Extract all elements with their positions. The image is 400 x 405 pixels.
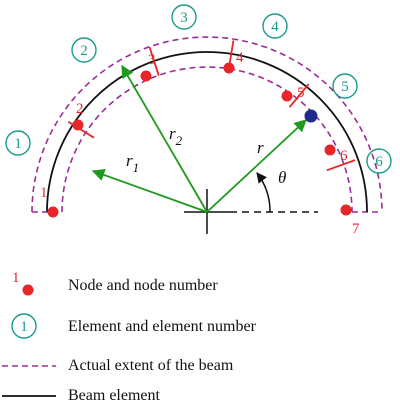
vector-r1: [91, 168, 208, 213]
node-3: [140, 70, 152, 82]
node-label-2: 2: [76, 101, 84, 117]
node-label-3: 3: [148, 52, 156, 68]
element-label-1: 1: [5, 130, 31, 156]
svg-text:1: 1: [14, 136, 22, 152]
vector-r2: [121, 64, 208, 213]
moving-point: [304, 109, 318, 123]
beam-extent-outer-arc: [31, 36, 383, 213]
legend-node-label: Node and node number: [68, 277, 218, 294]
theta-arc: [256, 172, 271, 213]
legend-extent-label: Actual extent of the beam: [68, 357, 234, 374]
node-label-6: 6: [340, 148, 348, 164]
node-1: [47, 206, 59, 218]
nodes: [47, 62, 352, 218]
legend-node-marker: [22, 284, 34, 296]
svg-text:2: 2: [80, 43, 88, 59]
label-r: r: [257, 138, 264, 157]
node-2: [72, 119, 84, 131]
label-theta: θ: [278, 168, 286, 187]
svg-text:5: 5: [341, 79, 349, 95]
node-5: [281, 90, 293, 102]
element-boundaries: [67, 40, 356, 172]
legend-beam-label: Beam element: [68, 387, 161, 404]
legend-extent-item: Actual extent of the beam: [2, 357, 234, 374]
legend-beam-item: Beam element: [2, 387, 161, 404]
svg-text:4: 4: [271, 19, 279, 35]
label-r1: r1: [126, 151, 139, 175]
element-labels: 1 2 3 4 5 6: [5, 4, 392, 174]
element-boundary: [326, 159, 356, 172]
element-label-2: 2: [71, 37, 97, 63]
node-label-7: 7: [352, 221, 360, 237]
svg-text:3: 3: [180, 10, 188, 26]
beam-extent-inner-arc: [61, 66, 353, 213]
node-4: [223, 62, 235, 74]
element-label-5: 5: [332, 73, 358, 99]
legend-node-number: 1: [12, 270, 20, 286]
element-boundary: [288, 83, 310, 108]
element-label-4: 4: [262, 13, 288, 39]
node-label-4: 4: [236, 50, 244, 66]
element-boundary: [148, 46, 160, 76]
svg-text:6: 6: [375, 154, 383, 170]
element-label-3: 3: [171, 4, 197, 30]
legend: 1 Node and node number 1 Element and ele…: [2, 270, 257, 404]
node-label-1: 1: [40, 185, 48, 201]
legend-element-marker: [11, 313, 37, 339]
legend-element-item: 1 Element and element number: [11, 313, 257, 339]
legend-element-number: 1: [20, 319, 28, 335]
node-7: [340, 204, 352, 216]
vector-r: [206, 119, 307, 213]
node-label-5: 5: [297, 85, 305, 101]
element-label-6: 6: [366, 148, 392, 174]
legend-node-item: 1 Node and node number: [12, 270, 218, 296]
beam-arc: [46, 51, 368, 213]
label-r2: r2: [169, 124, 183, 148]
node-6: [324, 144, 336, 156]
legend-element-label: Element and element number: [68, 318, 257, 335]
